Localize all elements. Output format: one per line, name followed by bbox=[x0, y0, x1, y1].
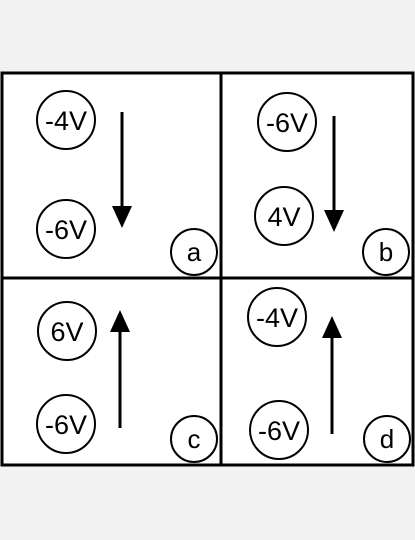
panel-d-label-circle bbox=[363, 415, 411, 463]
panel-c-bottom-potential: -6V bbox=[45, 410, 87, 440]
panel-a-label-circle bbox=[170, 228, 218, 276]
panel-d-bottom-node bbox=[249, 400, 309, 460]
panel-d-top-node bbox=[247, 287, 307, 347]
panel-a-label: a bbox=[187, 237, 202, 267]
panel-a-bottom-node bbox=[36, 199, 96, 259]
panel-c-top-potential: 6V bbox=[50, 317, 83, 347]
panel-b-top-potential: -6V bbox=[266, 108, 308, 138]
panel-a-top-node bbox=[36, 90, 96, 150]
panel-a: -4V -6V a bbox=[36, 90, 218, 276]
panel-b-label: b bbox=[379, 237, 393, 267]
panel-d-bottom-potential: -6V bbox=[258, 416, 300, 446]
panel-c-label-circle bbox=[170, 415, 218, 463]
outer-frame bbox=[0, 71, 415, 467]
panel-b-arrow-down-icon bbox=[324, 210, 344, 232]
panel-b-label-circle bbox=[362, 228, 410, 276]
panel-b-top-node bbox=[257, 92, 317, 152]
panel-c-bottom-node bbox=[36, 394, 96, 454]
panel-c-label: c bbox=[188, 424, 201, 454]
panel-d-arrow-up-icon bbox=[322, 316, 342, 338]
panel-b-bottom-node bbox=[254, 186, 314, 246]
panel-d-label: d bbox=[380, 424, 394, 454]
panel-a-top-potential: -4V bbox=[45, 106, 87, 136]
panel-b-bottom-potential: 4V bbox=[267, 202, 300, 232]
panel-a-bottom-potential: -6V bbox=[45, 215, 87, 245]
panel-c: 6V -6V c bbox=[36, 301, 218, 463]
panel-c-top-node bbox=[37, 301, 97, 361]
panel-d-top-potential: -4V bbox=[256, 303, 298, 333]
panel-d: -4V -6V d bbox=[247, 287, 411, 463]
panel-b: -6V 4V b bbox=[254, 92, 410, 276]
panel-a-arrow-down-icon bbox=[112, 206, 132, 228]
panel-c-arrow-up-icon bbox=[110, 310, 130, 332]
